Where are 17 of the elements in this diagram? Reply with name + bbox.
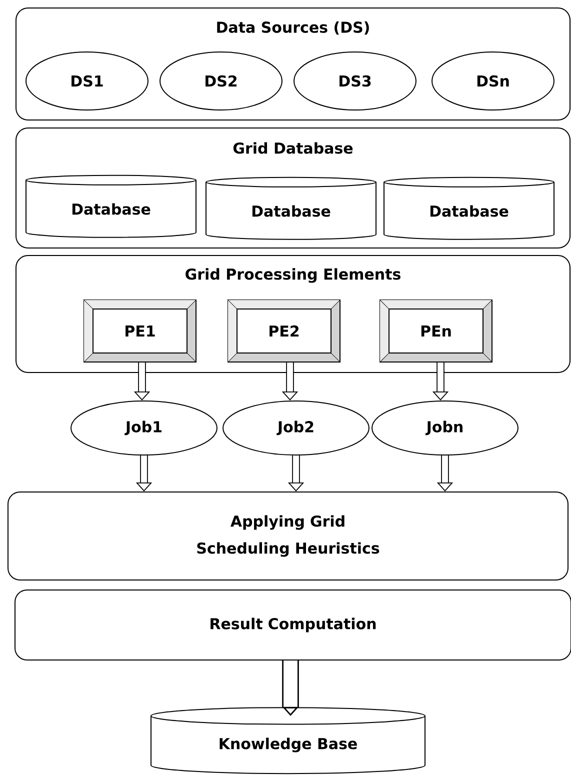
ellipse-node: Jobn	[372, 400, 518, 456]
ellipse-node: Job2	[222, 400, 370, 456]
database-cylinder: Knowledge Base	[150, 707, 426, 774]
processing-element-box: PE2	[228, 300, 340, 362]
processing-element-box: PE1	[84, 300, 196, 362]
process-box: Applying Grid Scheduling Heuristics	[8, 492, 568, 580]
process-box: Result Computation	[14, 590, 571, 660]
ellipse-node: DS2	[160, 52, 282, 110]
ellipse-node: Job1	[70, 400, 218, 456]
ellipse-node: DS3	[294, 52, 416, 110]
ellipse-node: DSn	[432, 52, 554, 110]
processing-element-box: PEn	[380, 300, 492, 362]
ellipse-node: DS1	[26, 52, 148, 110]
database-cylinder: Database	[384, 176, 554, 240]
database-cylinder: Database	[26, 174, 196, 238]
block-arrow	[282, 660, 299, 716]
database-cylinder: Database	[206, 176, 376, 240]
